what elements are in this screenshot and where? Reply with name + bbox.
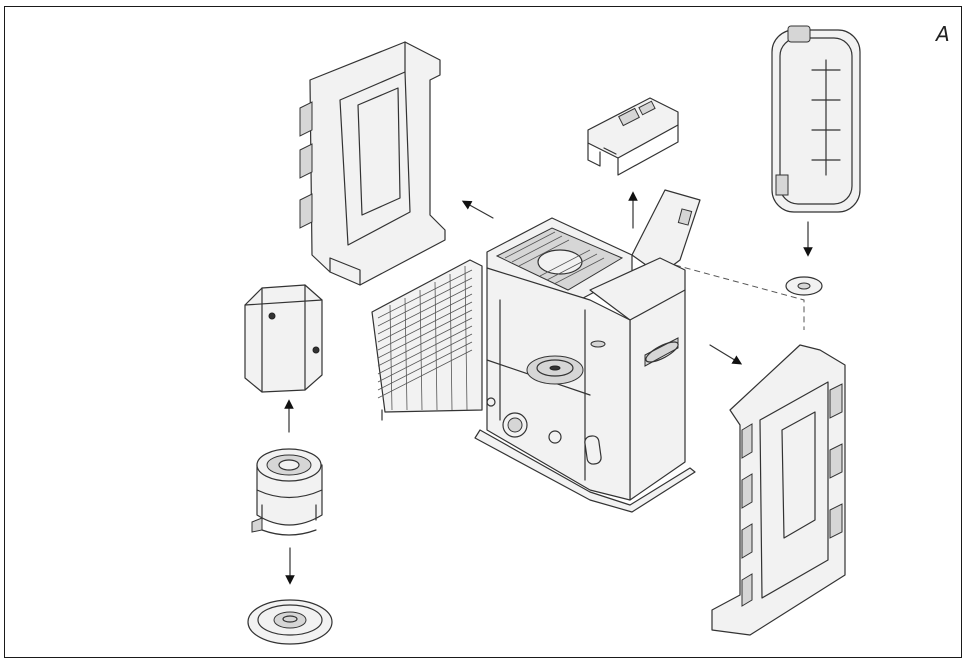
arrow-left-panel <box>461 200 494 219</box>
alignment-guide-line <box>674 264 805 330</box>
burner-unit <box>251 448 323 536</box>
front-grille <box>371 259 483 421</box>
right-side-panel <box>711 344 846 636</box>
left-side-panel <box>299 41 446 286</box>
heater-body <box>474 189 701 513</box>
top-control-cover <box>587 97 679 176</box>
burner-base-tray <box>247 599 333 645</box>
tank-washer <box>785 276 823 296</box>
figure-label: A <box>936 22 950 46</box>
chimney-sleeve <box>244 284 323 393</box>
fuel-tank <box>771 25 861 213</box>
diagram-frame <box>4 6 962 658</box>
arrow-right-panel <box>709 344 743 365</box>
